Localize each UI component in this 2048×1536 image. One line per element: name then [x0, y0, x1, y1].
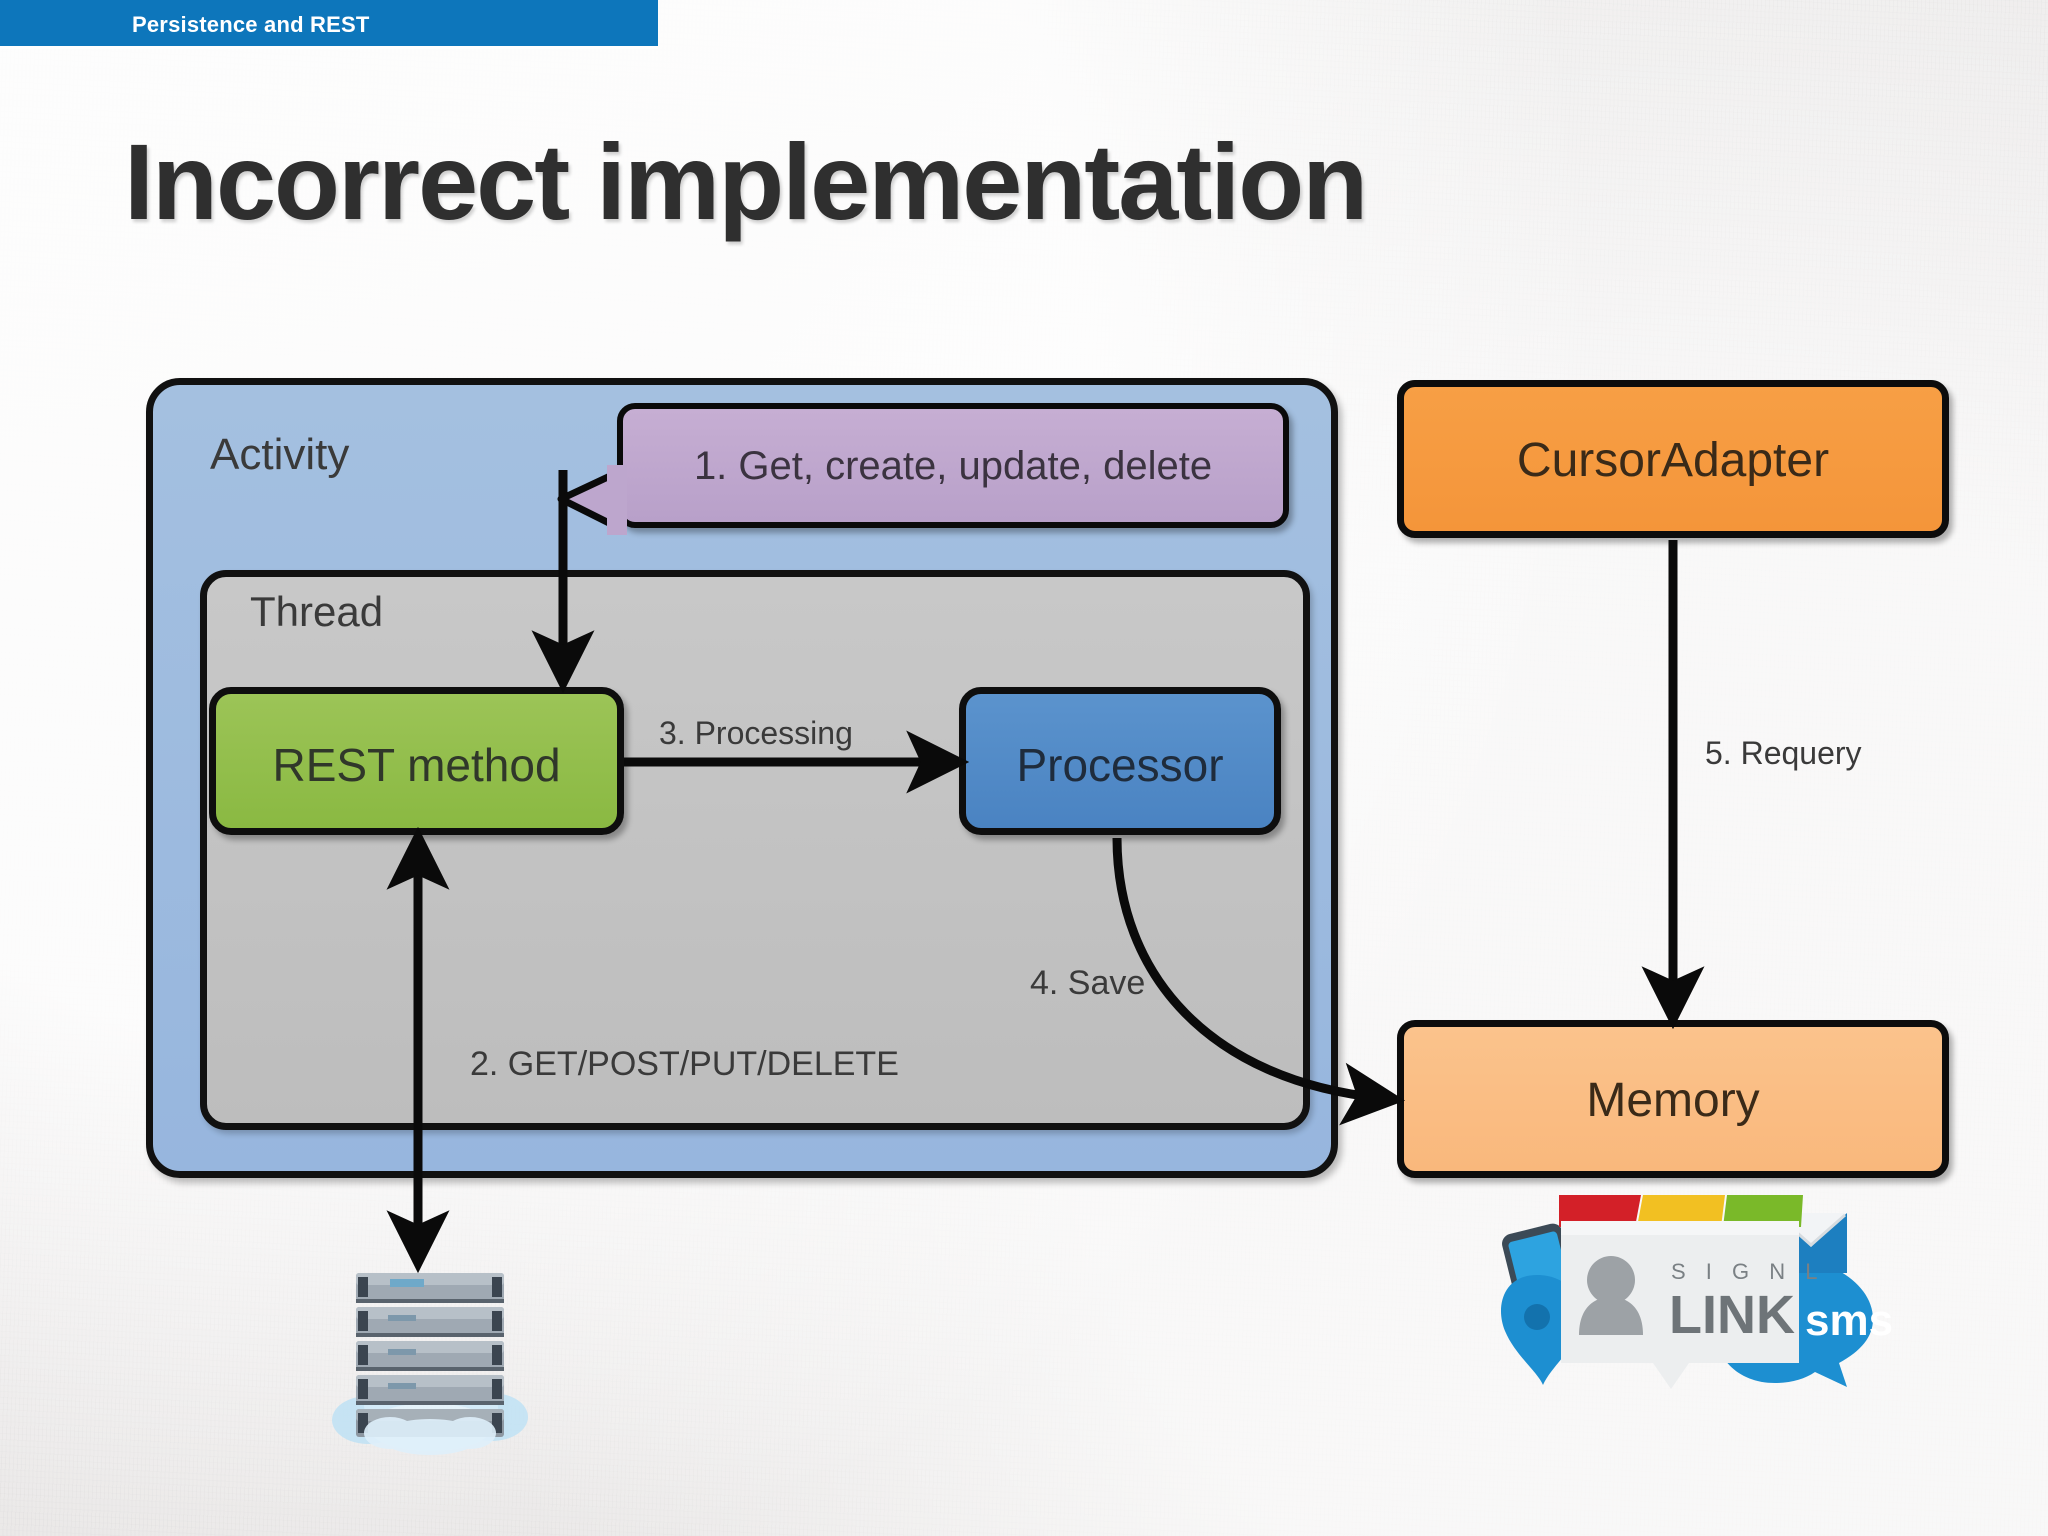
callout-tail-icon — [557, 465, 627, 535]
signl-link-card: S I G N L LINK — [1561, 1221, 1824, 1389]
callout-label: 1. Get, create, update, delete — [693, 444, 1213, 488]
activity-label: Activity — [210, 430, 350, 479]
processor-label: Processor — [1016, 739, 1224, 791]
processor-node: Processor — [959, 687, 1281, 835]
header-underline — [0, 46, 658, 49]
logo-brand-top: S I G N L — [1671, 1259, 1824, 1284]
server-rack-cloud-icon — [332, 1273, 528, 1455]
sms-bubble-label: sms — [1805, 1296, 1893, 1345]
header-bar: Persistence and REST — [0, 0, 658, 46]
cursor-adapter-node: CursorAdapter — [1397, 380, 1949, 538]
memory-node: Memory — [1397, 1020, 1949, 1178]
signl-link-sms-logo: sms S I G N L LINK — [1500, 1195, 1893, 1389]
tab-strip-icon — [1559, 1195, 1803, 1227]
memory-label: Memory — [1586, 1074, 1760, 1127]
page-title: Incorrect implementation — [124, 121, 1368, 242]
callout-bubble: 1. Get, create, update, delete — [617, 403, 1289, 528]
header-title: Persistence and REST — [132, 12, 370, 37]
thread-label: Thread — [250, 588, 384, 635]
rest-method-node: REST method — [209, 687, 624, 835]
avatar-icon — [1579, 1256, 1643, 1335]
rest-method-label: REST method — [272, 739, 561, 791]
edge-label-http-methods: 2. GET/POST/PUT/DELETE — [470, 1045, 899, 1083]
logo-brand-main: LINK — [1669, 1285, 1795, 1345]
edge-label-save: 4. Save — [1030, 964, 1146, 1002]
cursor-adapter-label: CursorAdapter — [1516, 434, 1830, 487]
edge-label-requery: 5. Requery — [1705, 735, 1862, 771]
edge-label-processing: 3. Processing — [659, 715, 853, 751]
